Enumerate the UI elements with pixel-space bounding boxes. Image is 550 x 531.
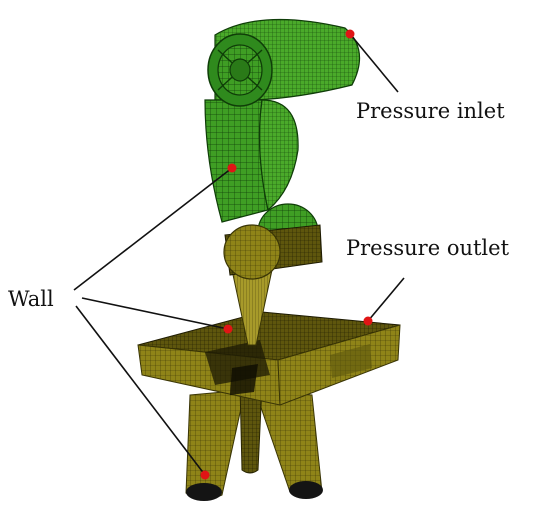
leader-inlet: [349, 33, 399, 93]
marker-wall-leg: [200, 470, 210, 480]
marker-wall-pipe: [227, 163, 237, 173]
outlet-leg-left: [185, 389, 246, 501]
outlet-leg-center: [239, 384, 263, 474]
outlet-leg-right: [254, 389, 323, 499]
marker-wall-plate: [223, 324, 233, 334]
label-pressure-outlet: Pressure outlet: [346, 236, 510, 260]
label-pressure-inlet: Pressure inlet: [356, 99, 505, 123]
inlet-pipe: [204, 18, 361, 261]
leader-wall-leg: [75, 305, 206, 476]
leader-wall-plate: [81, 297, 229, 330]
coupling-disk: [223, 224, 323, 280]
label-wall: Wall: [8, 287, 54, 311]
boundary-markers: [200, 29, 373, 480]
marker-outlet: [363, 316, 373, 326]
plate-chamber: [137, 311, 401, 406]
leader-lines: [73, 33, 405, 476]
leader-outlet: [367, 277, 405, 322]
leader-wall-pipe: [73, 167, 233, 291]
marker-inlet: [345, 29, 355, 39]
